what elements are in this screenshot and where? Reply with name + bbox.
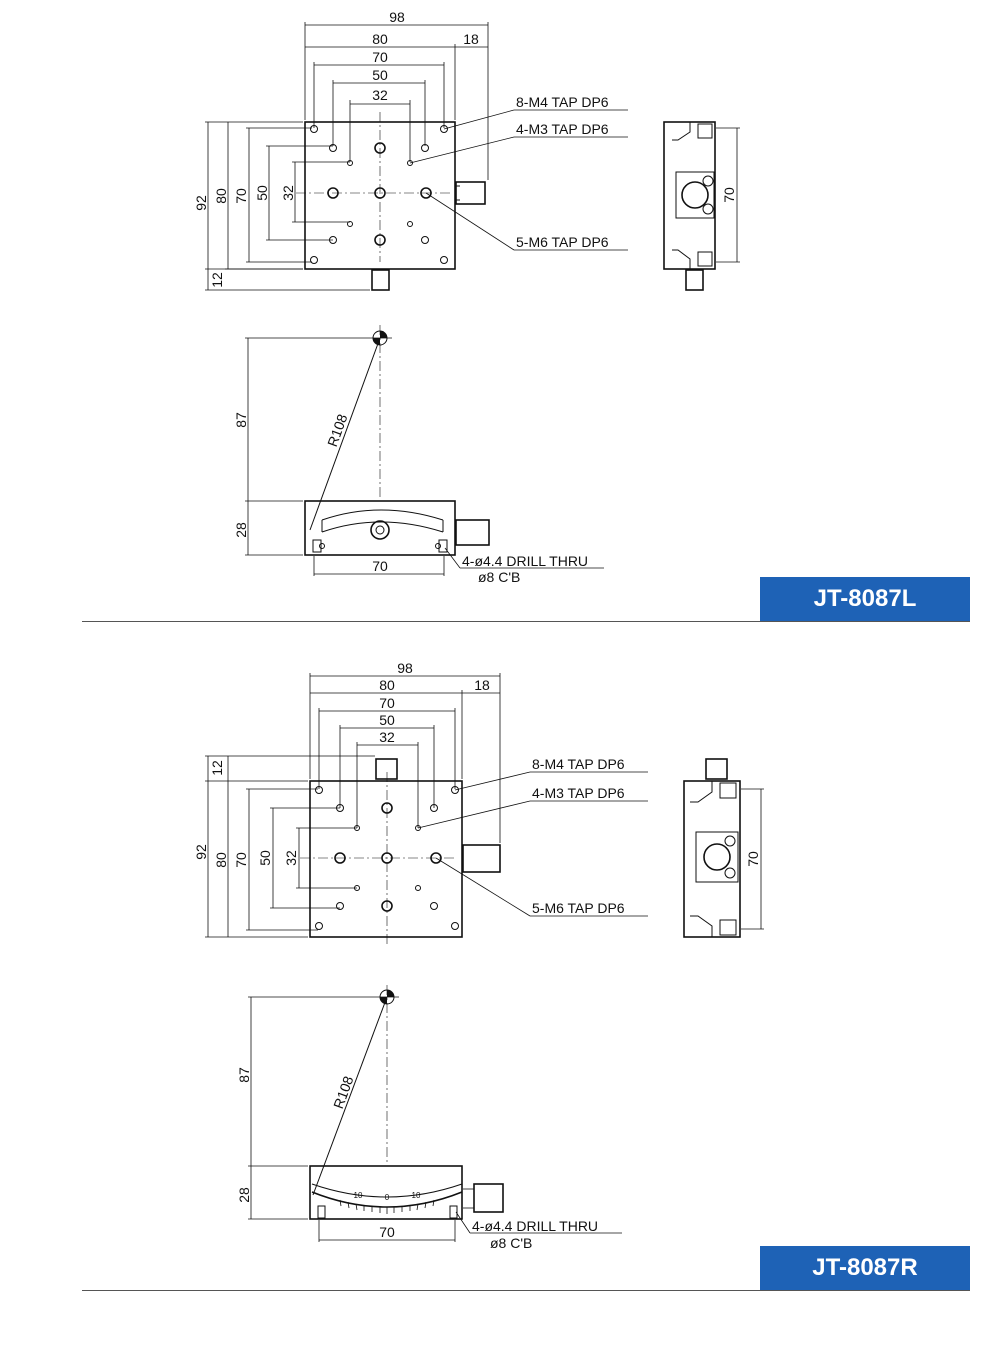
side-knob[interactable] [455, 181, 486, 205]
angle-scale-ticks [339, 1199, 435, 1214]
dim-87: 87 [236, 1067, 252, 1083]
side-view-l: 70 [663, 121, 740, 291]
m3-tap-holes [354, 825, 421, 891]
callout-m4: 8-M4 TAP DP6 [516, 94, 609, 110]
dim-base-70: 70 [372, 558, 388, 574]
scale-label-right: 10 [412, 1191, 421, 1200]
model-label-jt-8087r: JT-8087R [760, 1246, 970, 1290]
side-dim-70: 70 [721, 187, 737, 203]
callout-m4: 8-M4 TAP DP6 [532, 756, 625, 772]
dim-92: 92 [193, 844, 209, 860]
dim-12-v: 12 [209, 272, 225, 288]
top-view-l: 98 80 18 70 50 32 92 80 70 50 32 12 8-M4… [193, 9, 628, 291]
callout-m3: 4-M3 TAP DP6 [516, 121, 609, 137]
callout-m6: 5-M6 TAP DP6 [532, 900, 625, 916]
dim-70-v: 70 [233, 188, 249, 204]
dim-18: 18 [474, 677, 490, 693]
dim-87: 87 [233, 412, 249, 428]
dim-98: 98 [397, 660, 413, 676]
section-jt-8087r: 98 80 18 70 50 32 92 80 70 50 32 12 8-M4… [193, 660, 764, 1251]
side-knob[interactable] [462, 844, 501, 873]
m3-tap-holes [347, 160, 413, 227]
dim-base-70: 70 [379, 1224, 395, 1240]
dim-32-v: 32 [280, 185, 296, 201]
drill-note: 4-ø4.4 DRILL THRU [472, 1218, 598, 1234]
stage-plate-outline [309, 780, 463, 938]
dim-92: 92 [193, 195, 209, 211]
front-view-l: R108 87 28 70 4 [233, 325, 604, 585]
side-dim-70: 70 [745, 851, 761, 867]
dim-70: 70 [372, 49, 388, 65]
dim-70-v: 70 [233, 852, 249, 868]
dim-80-v: 80 [213, 852, 229, 868]
micrometer-knob[interactable] [375, 758, 398, 780]
counterbore-note: ø8 C'B [478, 569, 520, 585]
dim-12-v: 12 [209, 760, 225, 776]
callout-m3: 4-M3 TAP DP6 [532, 785, 625, 801]
top-view-r: 98 80 18 70 50 32 92 80 70 50 32 12 8-M4… [193, 660, 648, 945]
drill-note: 4-ø4.4 DRILL THRU [462, 553, 588, 569]
dim-80-v: 80 [213, 188, 229, 204]
side-knob-bottom[interactable] [685, 269, 704, 291]
dim-50-v: 50 [254, 185, 270, 201]
callout-m6: 5-M6 TAP DP6 [516, 234, 609, 250]
dim-50: 50 [379, 712, 395, 728]
dim-28: 28 [233, 522, 249, 538]
counterbore-note: ø8 C'B [490, 1235, 532, 1251]
scale-label-zero: 0 [385, 1193, 390, 1202]
dim-70: 70 [379, 695, 395, 711]
scale-label-left: 10 [354, 1191, 363, 1200]
m6-tap-holes [327, 142, 432, 246]
side-knob-top[interactable] [705, 758, 728, 780]
dim-50: 50 [372, 67, 388, 83]
dim-32: 32 [379, 729, 395, 745]
dim-28: 28 [236, 1187, 252, 1203]
front-view-r: R108 10 0 10 [236, 985, 622, 1251]
section-divider [82, 1290, 970, 1291]
side-view-r: 70 [683, 758, 764, 938]
section-jt-8087l: 98 80 18 70 50 32 92 80 70 50 32 12 8-M4… [193, 9, 740, 585]
dim-50-v: 50 [257, 850, 273, 866]
dim-18: 18 [463, 31, 479, 47]
dim-80: 80 [372, 31, 388, 47]
front-knob[interactable] [455, 519, 490, 546]
m4-tap-holes [315, 786, 459, 930]
dim-32: 32 [372, 87, 388, 103]
dim-32-v: 32 [283, 850, 299, 866]
dim-98: 98 [389, 9, 405, 25]
micrometer-knob[interactable] [371, 269, 390, 291]
m4-tap-holes [310, 125, 448, 264]
m6-tap-holes [334, 802, 442, 912]
radius-r108: R108 [330, 1074, 357, 1111]
dim-80: 80 [379, 677, 395, 693]
section-divider [82, 621, 970, 622]
front-knob[interactable] [473, 1183, 504, 1213]
model-label-jt-8087l: JT-8087L [760, 577, 970, 621]
